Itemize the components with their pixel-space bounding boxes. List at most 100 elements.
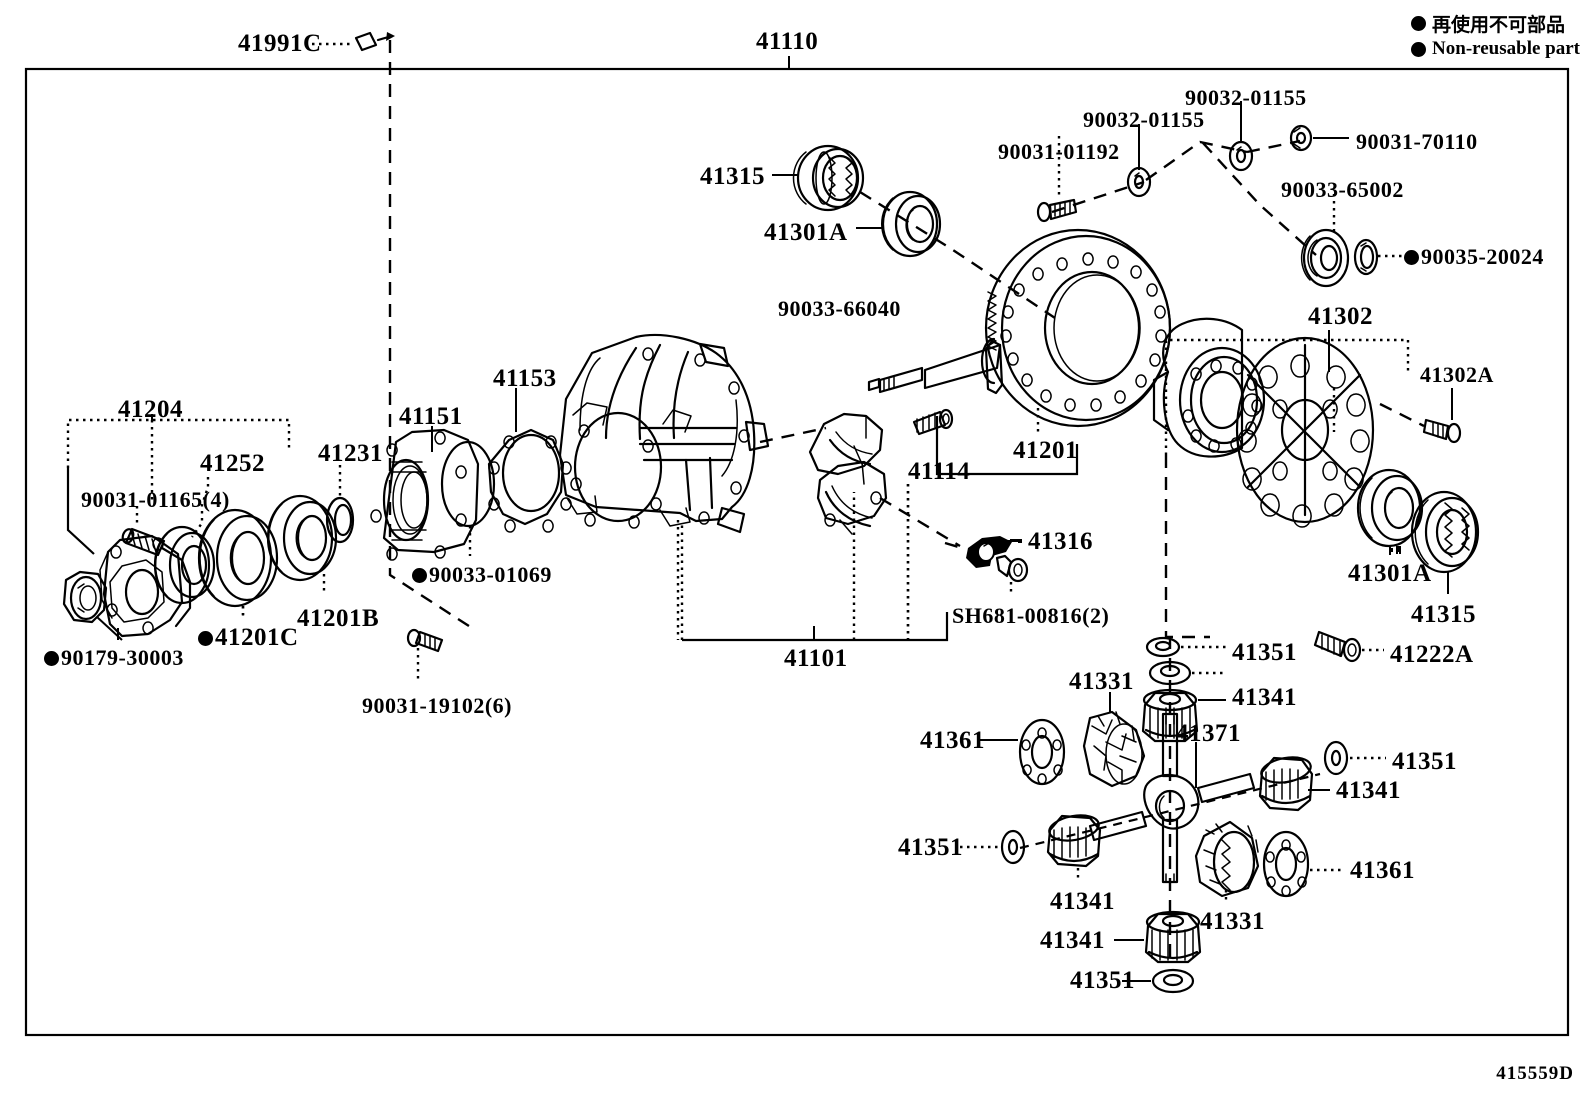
part-label-9003301069[interactable]: 90033-01069	[412, 562, 552, 588]
part-label-41302[interactable]: 41302	[1308, 303, 1373, 331]
part-41316-lock-plate	[966, 536, 1012, 568]
part-label-text: 41351	[1070, 967, 1135, 994]
part-41201C-bearing	[197, 508, 279, 608]
non-reusable-bullet-icon	[44, 651, 59, 666]
part-label-41351[interactable]: 41351	[1070, 967, 1135, 995]
part-41151-housing	[370, 428, 480, 561]
part-label-text: 41222A	[1390, 641, 1474, 668]
part-label-text: 41371	[1176, 720, 1241, 747]
part-label-90031191026[interactable]: 90031-19102(6)	[362, 693, 512, 719]
part-41341-right	[1258, 756, 1314, 812]
part-label-text: 41204	[118, 396, 183, 423]
part-label-text: 41331	[1200, 908, 1265, 935]
part-label-text: 90031-70110	[1356, 129, 1478, 154]
part-90031-70110	[1289, 124, 1313, 152]
part-90031-01165-bolts	[121, 527, 166, 557]
part-label-9003366040[interactable]: 90033-66040	[778, 296, 901, 322]
part-label-41371[interactable]: 41371	[1176, 720, 1241, 748]
part-41302-flange	[1235, 336, 1375, 528]
part-label-41114[interactable]: 41114	[908, 458, 970, 486]
part-label-text: 41316	[1028, 528, 1093, 555]
part-label-41201[interactable]: 41201	[1013, 437, 1078, 465]
legend-row-en: Non-reusable part	[1411, 36, 1580, 62]
part-label-text: SH681-00816(2)	[952, 603, 1110, 628]
part-label-41341[interactable]: 41341	[1232, 684, 1297, 712]
part-90179-30003-nut	[62, 570, 108, 624]
part-label-41341[interactable]: 41341	[1050, 888, 1115, 916]
part-label-text: 41201B	[297, 605, 380, 632]
part-label-text: 41231	[318, 440, 383, 467]
part-label-text: 41361	[1350, 857, 1415, 884]
diagram-border	[24, 67, 1570, 1037]
part-41231-seal	[325, 496, 355, 544]
part-label-9003101192[interactable]: 90031-01192	[998, 139, 1120, 165]
non-reusable-bullet-icon	[1404, 250, 1419, 265]
part-label-90031011654[interactable]: 90031-01165(4)	[81, 487, 230, 513]
part-label-text: 41341	[1050, 888, 1115, 915]
part-label-41341[interactable]: 41341	[1040, 927, 1105, 955]
part-41361-right	[1262, 830, 1310, 898]
part-41201-ring-gear	[867, 228, 1172, 428]
part-label-41204[interactable]: 41204	[118, 396, 183, 424]
part-41331-left	[1082, 710, 1146, 788]
part-label-41201c[interactable]: 41201C	[198, 624, 299, 652]
part-label-41331[interactable]: 41331	[1200, 908, 1265, 936]
part-label-text: 90035-20024	[1421, 244, 1544, 269]
part-label-41351[interactable]: 41351	[898, 834, 963, 862]
part-label-text: 41302A	[1420, 362, 1494, 387]
part-label-41301a[interactable]: 41301A	[1348, 560, 1432, 588]
part-label-text: 41341	[1040, 927, 1105, 954]
part-label-41231[interactable]: 41231	[318, 440, 383, 468]
part-90035-20024	[1353, 238, 1379, 276]
part-label-41101[interactable]: 41101	[784, 645, 848, 673]
part-label-text: 41315	[1411, 601, 1476, 628]
part-label-41341[interactable]: 41341	[1336, 777, 1401, 805]
part-label-text: 90031-01165(4)	[81, 487, 230, 512]
part-label-text: 41351	[1392, 748, 1457, 775]
part-label-text: 41114	[908, 458, 971, 485]
part-label-9003201155[interactable]: 90032-01155	[1083, 107, 1205, 133]
part-label-41331[interactable]: 41331	[1069, 668, 1134, 696]
part-label-9017930003[interactable]: 90179-30003	[44, 645, 184, 671]
part-41114-cap-lower	[816, 460, 888, 535]
part-label-41361[interactable]: 41361	[920, 727, 985, 755]
part-41101-carrier	[558, 333, 770, 534]
part-label-41361[interactable]: 41361	[1350, 857, 1415, 885]
part-label-41315[interactable]: 41315	[1411, 601, 1476, 629]
part-41351-upper-right	[1145, 636, 1181, 658]
part-label-text: 90031-19102(6)	[362, 693, 512, 718]
part-41351-bottom	[1151, 968, 1195, 994]
part-label-9003365002[interactable]: 90033-65002	[1281, 177, 1404, 203]
part-label-9003520024[interactable]: 90035-20024	[1404, 244, 1544, 270]
part-label-sh681008162[interactable]: SH681-00816(2)	[952, 603, 1109, 629]
part-41302A-bolt	[1422, 418, 1462, 444]
part-label-text: 41301A	[764, 219, 848, 246]
part-label-text: 41252	[200, 450, 265, 477]
part-41331-right	[1194, 820, 1260, 898]
part-label-9003201155[interactable]: 90032-01155	[1185, 85, 1307, 111]
non-reusable-bullet-icon	[198, 631, 213, 646]
part-label-41315[interactable]: 41315	[700, 163, 765, 191]
part-90031-01192	[1036, 198, 1078, 223]
non-reusable-bullet-icon	[412, 568, 427, 583]
part-label-41222a[interactable]: 41222A	[1390, 641, 1474, 669]
part-label-41991c[interactable]: 41991C	[238, 30, 322, 58]
part-41201B-bearing	[266, 494, 338, 582]
legend-en-text: Non-reusable part	[1432, 38, 1580, 59]
part-label-41351[interactable]: 41351	[1232, 639, 1297, 667]
part-label-41316[interactable]: 41316	[1028, 528, 1093, 556]
part-label-41252[interactable]: 41252	[200, 450, 265, 478]
part-label-41351[interactable]: 41351	[1392, 748, 1457, 776]
part-label-text: 41201C	[215, 624, 299, 651]
part-label-41110[interactable]: 41110	[756, 28, 818, 56]
part-label-41153[interactable]: 41153	[493, 365, 557, 393]
part-label-41301a[interactable]: 41301A	[764, 219, 848, 247]
part-label-41151[interactable]: 41151	[399, 403, 463, 431]
part-label-9003170110[interactable]: 90031-70110	[1356, 129, 1478, 155]
part-label-text: 90033-66040	[778, 296, 901, 321]
part-label-41201b[interactable]: 41201B	[297, 605, 379, 633]
part-41252-seal	[153, 525, 216, 605]
part-label-41302a[interactable]: 41302A	[1420, 362, 1494, 388]
